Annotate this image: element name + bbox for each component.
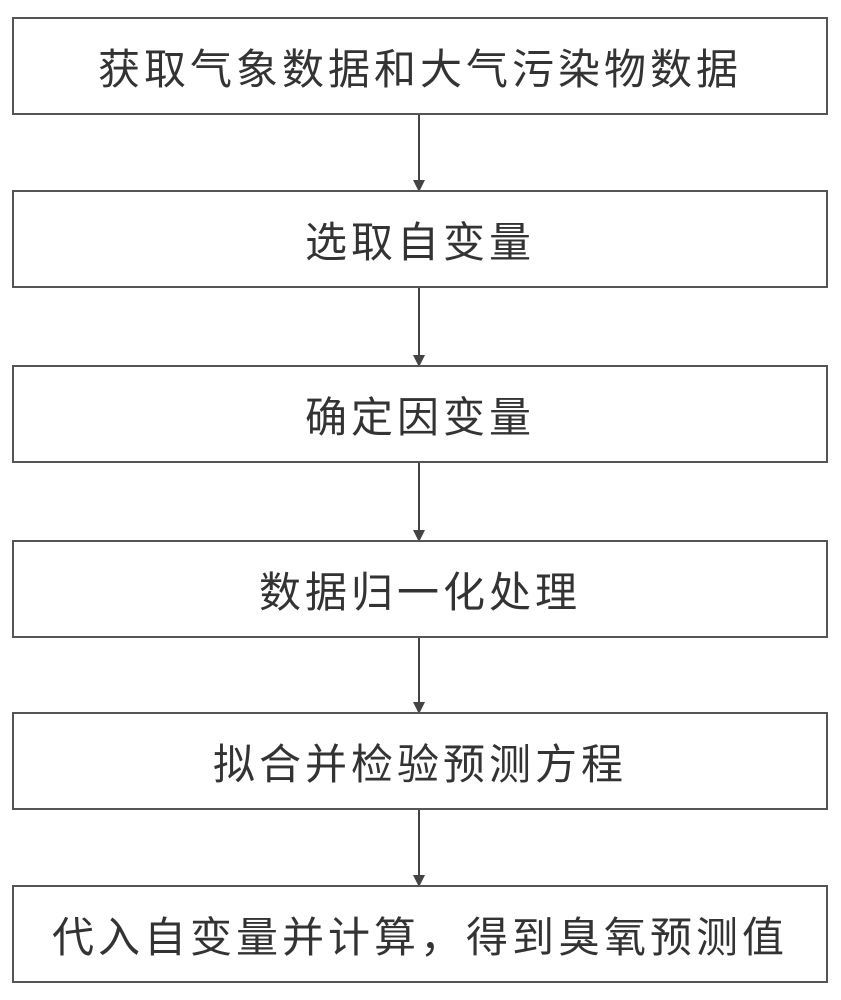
step-box-3: 确定因变量 xyxy=(12,365,828,463)
step-box-5: 拟合并检验预测方程 xyxy=(12,712,828,810)
arrow-3-4 xyxy=(418,463,420,540)
step-box-6: 代入自变量并计算，得到臭氧预测值 xyxy=(12,885,828,983)
arrow-4-5 xyxy=(418,638,420,712)
step-box-1: 获取气象数据和大气污染物数据 xyxy=(12,17,828,115)
step-label: 选取自变量 xyxy=(305,209,535,270)
step-label: 数据归一化处理 xyxy=(259,559,581,620)
arrow-1-2 xyxy=(418,115,420,190)
step-label: 拟合并检验预测方程 xyxy=(213,731,627,792)
step-label: 代入自变量并计算，得到臭氧预测值 xyxy=(52,904,788,965)
arrow-2-3 xyxy=(418,288,420,365)
step-label: 确定因变量 xyxy=(305,384,535,445)
step-box-4: 数据归一化处理 xyxy=(12,540,828,638)
step-box-2: 选取自变量 xyxy=(12,190,828,288)
step-label: 获取气象数据和大气污染物数据 xyxy=(98,36,742,97)
arrow-5-6 xyxy=(418,810,420,885)
